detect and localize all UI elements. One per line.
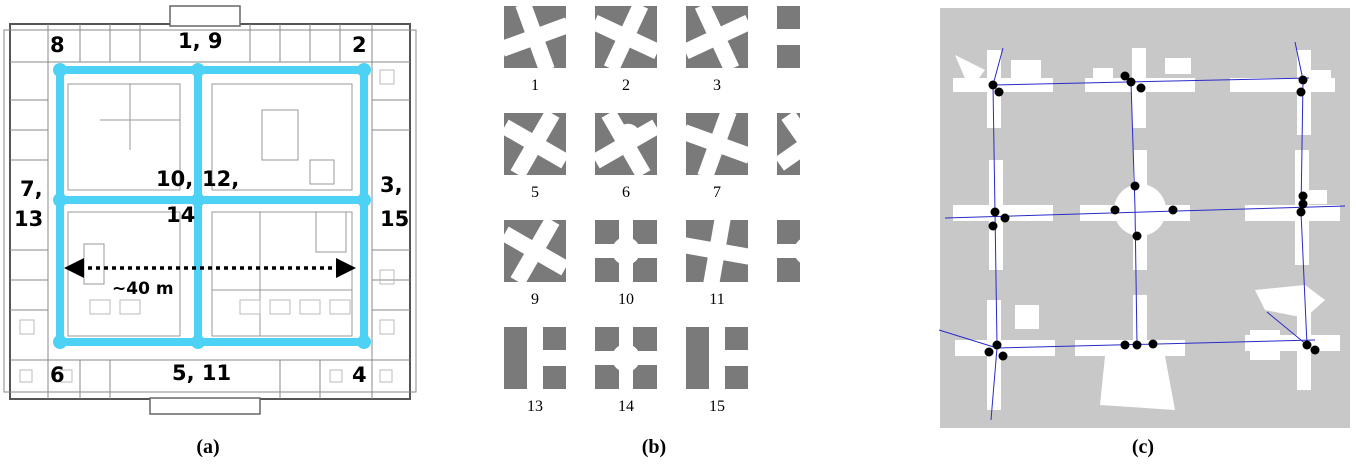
distance-label: ~40 m	[112, 279, 174, 299]
local-map-thumbnail: 6	[595, 113, 657, 201]
thumbnail-number: 10	[618, 291, 634, 308]
thumbnail-number: 11	[709, 291, 724, 308]
thumbnail-corridor-horizontal	[686, 237, 748, 265]
node-label-7: 7,	[20, 177, 43, 201]
graph-map-panel	[925, 0, 1355, 466]
thumbnail-clip	[504, 113, 566, 175]
thumbnail-clip	[504, 220, 566, 282]
node-label-13: 13	[14, 207, 43, 231]
thumbnail-corridor-horizontal	[595, 14, 657, 60]
perimeter-offices	[10, 24, 410, 399]
thumbnail-clip	[504, 6, 566, 68]
thumbnail-corridors	[777, 29, 800, 45]
node-label-15: 15	[380, 207, 409, 231]
local-map-thumbnail: 2	[595, 6, 657, 94]
thumbnail-number: 13	[527, 398, 543, 415]
node-label-3: 3,	[380, 173, 403, 197]
thumbnail-corridor-horizontal	[686, 124, 748, 164]
thumbnail-corridors	[595, 113, 657, 175]
thumbnail-clip	[686, 220, 748, 282]
local-map-thumbnail: 10	[595, 220, 657, 308]
local-map-thumbnail: 7	[686, 113, 748, 201]
thumbnail-corridor-horizontal	[504, 17, 566, 57]
thumbnail-free-space	[794, 239, 800, 263]
thumbnail-number: 2	[622, 77, 630, 94]
thumbnail-corridors	[504, 220, 566, 282]
thumbnail-number: 6	[622, 184, 630, 201]
caption-b: (b)	[641, 436, 667, 458]
local-map-thumbnail: 4	[777, 6, 800, 68]
local-map-thumbnail: 9	[504, 220, 566, 308]
local-maps-panel: 123456789101112131415	[470, 0, 800, 466]
node-label-8: 8	[50, 33, 65, 57]
local-map-thumbnail: 1	[504, 6, 566, 94]
thumbnail-number: 9	[531, 291, 539, 308]
graph-nodes	[984, 71, 1320, 361]
thumbnail-corridor-vertical	[781, 113, 800, 175]
thumbnail-open-area	[616, 123, 641, 148]
thumbnail-corridors	[686, 220, 748, 282]
graph-edges	[938, 41, 1346, 421]
node-label-2: 2	[352, 33, 367, 57]
thumbnail-corridor-horizontal	[504, 226, 566, 276]
thumbnail-clip	[686, 6, 748, 68]
thumbnail-free-space	[612, 344, 640, 372]
node-label-10: 10,	[156, 167, 193, 191]
floor-plan-panel: ~40 m 8 1, 9 2 7, 13 10, 12, 14 3, 15 6 …	[0, 0, 420, 466]
node-label-12: 12,	[202, 167, 239, 191]
thumbnail-clip	[595, 113, 657, 175]
thumbnail-clip	[777, 113, 800, 175]
floor-plan-svg: ~40 m 8 1, 9 2 7, 13 10, 12, 14 3, 15 6 …	[3, 5, 417, 415]
thumbnail-corridors	[504, 6, 566, 68]
thumbnail-corridor-horizontal	[504, 119, 566, 169]
thumbnail-number: 1	[531, 77, 539, 94]
furniture	[19, 69, 395, 383]
thumbnail-number: 15	[709, 398, 725, 415]
node-label-6: 6	[50, 363, 65, 387]
thumbnail-number: 7	[713, 184, 721, 201]
node-label-5-11: 5, 11	[172, 361, 231, 385]
thumbnail-number: 3	[713, 77, 721, 94]
thumbnail-corridors	[504, 113, 566, 175]
caption-a: (a)	[196, 436, 220, 458]
graph-map-svg	[938, 8, 1350, 428]
local-map-thumbnail: 11	[686, 220, 748, 308]
robot-route	[56, 66, 368, 346]
thumbnail-free-space	[709, 350, 748, 366]
thumbnail-corridors	[777, 113, 800, 175]
local-maps-svg: 123456789101112131415	[504, 6, 800, 415]
thumbnail-corridor-horizontal	[777, 29, 800, 45]
caption-c: (c)	[1131, 436, 1155, 458]
thumbnail-corridor-horizontal	[686, 14, 748, 60]
thumbnail-clip	[777, 29, 800, 45]
thumbnail-corridor-horizontal	[777, 117, 800, 171]
distance-arrow	[64, 258, 356, 278]
local-map-thumbnail: 13	[504, 327, 566, 415]
thumbnail-free-space	[527, 350, 566, 366]
bottom-entrance	[149, 397, 261, 415]
local-map-thumbnail: 8	[777, 113, 800, 175]
thumbnail-free-space	[612, 237, 640, 265]
route-nodes	[53, 63, 371, 349]
node-label-1-9: 1, 9	[178, 29, 223, 53]
thumbnail-corridors	[595, 6, 657, 68]
top-entrance	[169, 5, 241, 27]
thumbnail-free-space	[777, 244, 800, 258]
node-label-14: 14	[166, 203, 195, 227]
local-map-thumbnail: 5	[504, 113, 566, 201]
thumbnail-number: 14	[618, 398, 634, 415]
interior-rooms	[67, 83, 353, 337]
thumbnail-clip	[595, 6, 657, 68]
local-map-thumbnail: 12	[777, 220, 800, 282]
node-label-4: 4	[352, 363, 367, 387]
thumbnail-number: 5	[531, 184, 539, 201]
building-outer-wall	[3, 29, 417, 393]
thumbnail-corridors	[686, 113, 748, 175]
thumbnail-corridors	[686, 6, 748, 68]
local-map-thumbnail: 14	[595, 327, 657, 415]
thumbnail-clip	[686, 113, 748, 175]
local-map-thumbnail: 15	[686, 327, 748, 415]
local-map-thumbnail: 3	[686, 6, 748, 94]
